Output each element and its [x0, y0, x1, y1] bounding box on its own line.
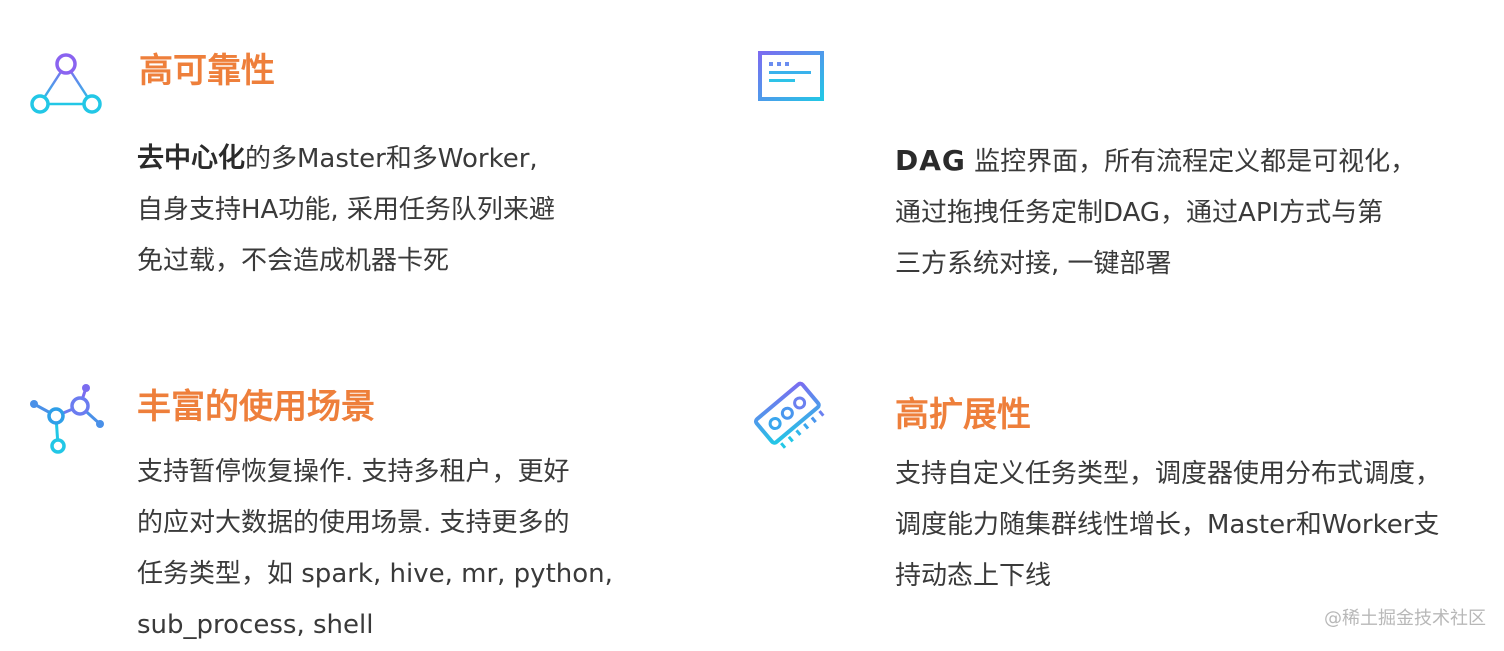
- dag-line-3: 三方系统对接, 一键部署: [895, 249, 1172, 279]
- dag-strong: DAG: [895, 144, 966, 177]
- dag-line-2: 通过拖拽任务定制DAG，通过API方式与第: [895, 198, 1384, 228]
- circuit-board-icon: [753, 381, 825, 449]
- reliability-line-2: 自身支持HA功能, 采用任务队列来避: [137, 195, 555, 225]
- reliability-description: 去中心化的多Master和多Worker, 自身支持HA功能, 采用任务队列来避…: [137, 133, 555, 287]
- scenarios-line-1: 支持暂停恢复操作. 支持多租户，更好: [137, 457, 570, 487]
- scalability-line-1: 支持自定义任务类型，调度器使用分布式调度，: [895, 459, 1442, 489]
- scalability-line-2: 调度能力随集群线性增长，Master和Worker支: [895, 510, 1440, 540]
- reliability-line-3: 免过载，不会造成机器卡死: [137, 246, 450, 276]
- scenarios-line-3: 任务类型，如 spark, hive, mr, python,: [137, 559, 613, 589]
- window-monitor-icon: [758, 51, 824, 101]
- scenarios-description: 支持暂停恢复操作. 支持多租户，更好 的应对大数据的使用场景. 支持更多的 任务…: [137, 447, 613, 651]
- scenarios-line-2: 的应对大数据的使用场景. 支持更多的: [137, 508, 570, 538]
- dag-line-1-rest: 监控界面，所有流程定义都是可视化，: [965, 147, 1417, 177]
- reliability-strong: 去中心化: [137, 143, 245, 174]
- scalability-description: 支持自定义任务类型，调度器使用分布式调度， 调度能力随集群线性增长，Master…: [895, 449, 1441, 602]
- scenarios-title: 丰富的使用场景: [137, 387, 375, 427]
- scenarios-line-4: sub_process, shell: [137, 610, 374, 640]
- scalability-title: 高扩展性: [895, 395, 1031, 435]
- reliability-line-1: 去中心化的多Master和多Worker,: [137, 133, 555, 185]
- reliability-line-1-rest: 的多Master和多Worker,: [245, 144, 538, 174]
- dag-description: DAG 监控界面，所有流程定义都是可视化， 通过拖拽任务定制DAG，通过API方…: [895, 135, 1416, 290]
- reliability-title: 高可靠性: [139, 51, 275, 91]
- dag-line-1: DAG 监控界面，所有流程定义都是可视化，: [895, 135, 1416, 188]
- watermark: @稀土掘金技术社区: [1324, 608, 1486, 629]
- molecule-network-icon: [30, 384, 104, 454]
- scalability-line-3: 持动态上下线: [895, 561, 1052, 591]
- triangle-network-icon: [30, 53, 102, 114]
